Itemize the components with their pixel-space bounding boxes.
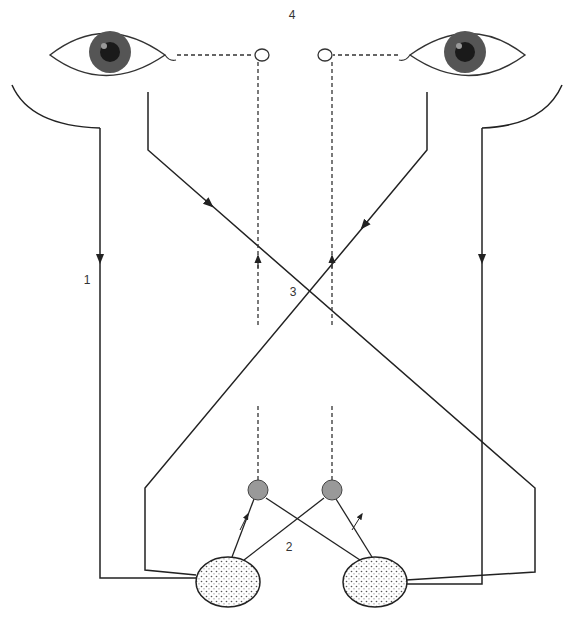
dotted-oval bbox=[196, 557, 260, 607]
callout-number: 4 bbox=[287, 8, 298, 22]
dotted-oval bbox=[343, 557, 407, 607]
dashed-line bbox=[258, 62, 332, 480]
small-oval bbox=[318, 49, 332, 61]
grey-circle bbox=[322, 480, 342, 500]
nerve-pathway bbox=[100, 92, 535, 584]
head-outline bbox=[482, 85, 562, 128]
small-arrow bbox=[240, 514, 362, 530]
left-eye bbox=[50, 31, 176, 76]
callout-number: 3 bbox=[288, 285, 299, 299]
grey-circle bbox=[248, 480, 268, 500]
connection-line bbox=[232, 498, 372, 560]
callout-number: 1 bbox=[82, 273, 93, 287]
head-outline bbox=[12, 85, 100, 128]
dashed-arrow-head bbox=[258, 256, 332, 268]
callout-number: 2 bbox=[284, 540, 295, 554]
dashed-line bbox=[177, 54, 398, 55]
right-eye bbox=[399, 31, 525, 76]
small-oval bbox=[255, 49, 269, 61]
